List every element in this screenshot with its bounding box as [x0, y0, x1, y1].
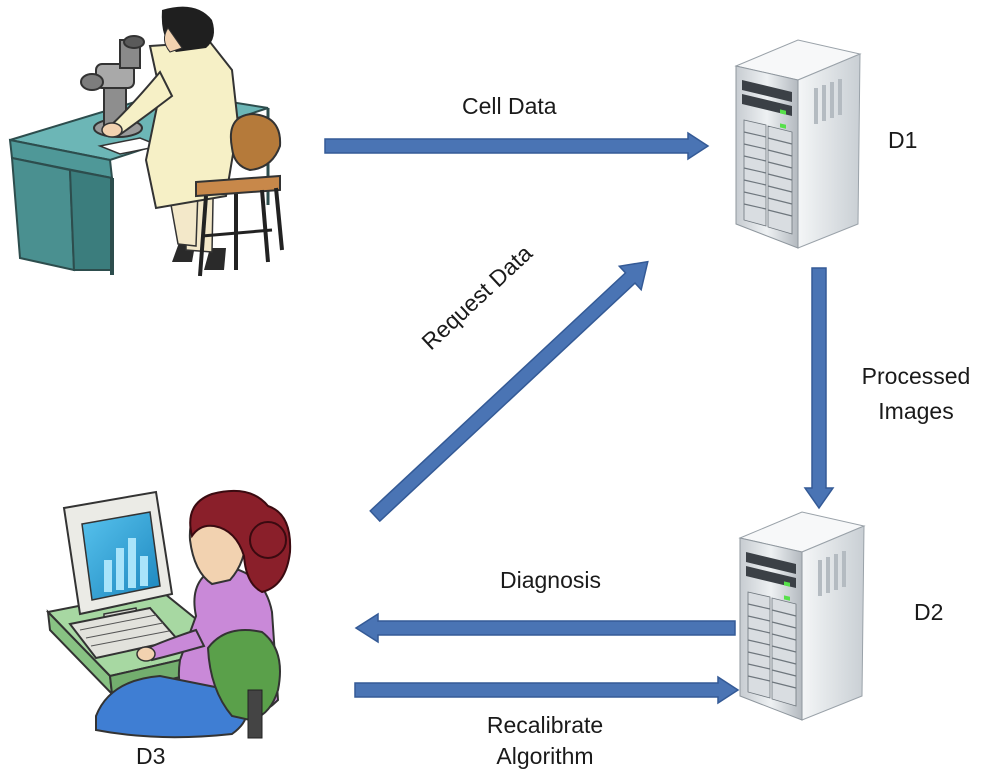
computer-user-icon — [46, 489, 292, 739]
edge-label-recalibrate: Recalibrate — [486, 712, 604, 738]
edge-label-cell-data: Cell Data — [462, 93, 557, 119]
edge-label-images: Images — [878, 398, 954, 424]
node-label-d3: D3 — [136, 743, 166, 769]
arrow-processed-images — [803, 267, 835, 510]
arrow-recalibrate — [354, 675, 740, 705]
edge-label-diagnosis: Diagnosis — [500, 567, 601, 593]
edge-label-algorithm: Algorithm — [496, 743, 594, 769]
microscope-technician-icon — [8, 6, 284, 277]
node-label-d2: D2 — [914, 599, 944, 625]
node-label-d1: D1 — [888, 127, 918, 153]
arrow-request-data — [369, 260, 649, 523]
arrow-diagnosis — [354, 612, 736, 644]
server-icon-d2 — [739, 511, 865, 721]
edge-label-processed: Processed — [861, 363, 971, 389]
arrow-cell-data — [324, 131, 710, 161]
server-icon-d1 — [735, 39, 861, 249]
